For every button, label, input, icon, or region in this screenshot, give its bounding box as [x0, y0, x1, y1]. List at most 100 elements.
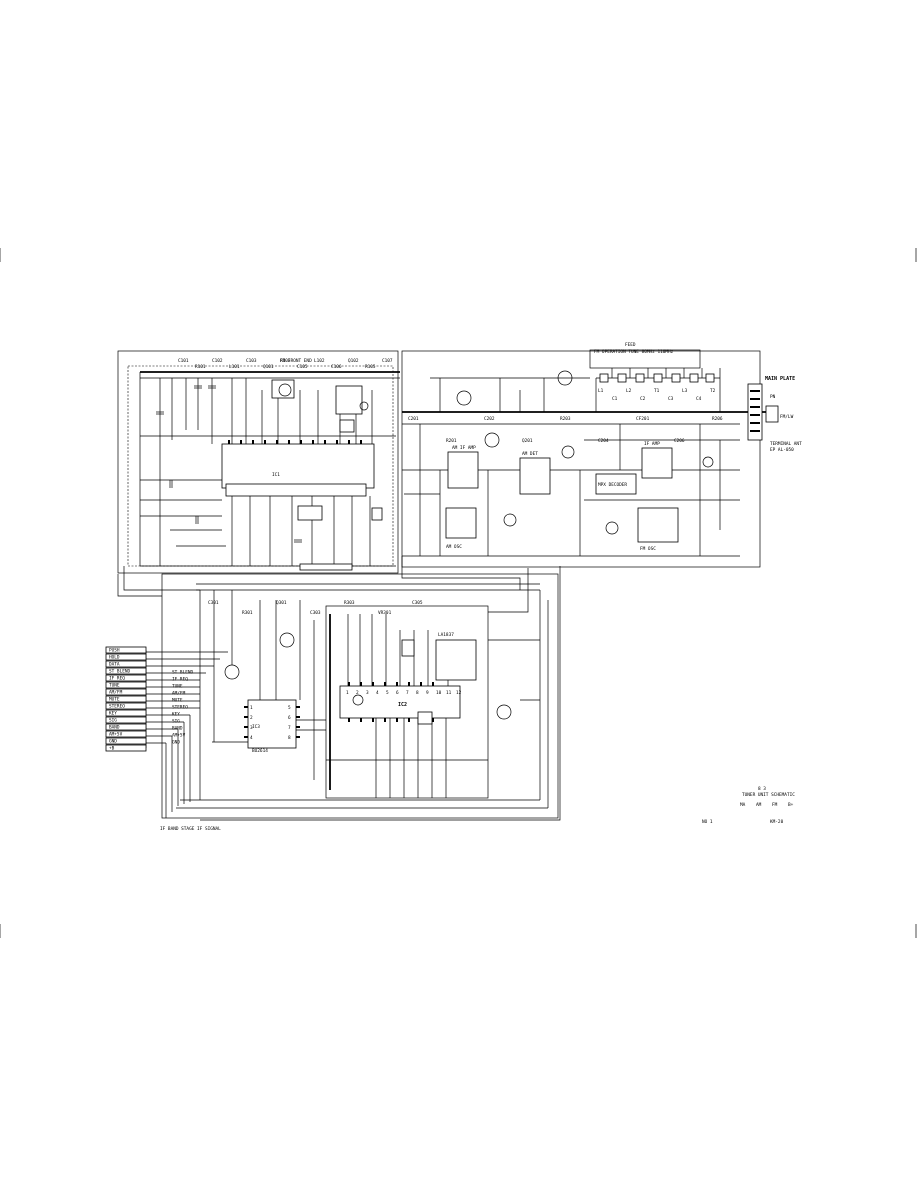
ic3-label: IC3: [252, 724, 260, 730]
part-label: VR301: [378, 610, 392, 616]
left-connector-pin-box: [105, 730, 147, 738]
ic1-body: [221, 443, 375, 489]
part-label: R303: [344, 600, 355, 606]
ic2-label: IC2: [398, 702, 407, 708]
left-connector-pin-label: +B: [109, 746, 115, 752]
ic3-name-label: BU2614: [252, 748, 268, 754]
part-label: C201: [408, 416, 419, 422]
ic3-pin-number: 7: [288, 725, 291, 731]
ic2-pin-number: 6: [396, 690, 399, 696]
left-connector-pin-box: [105, 695, 147, 703]
ic2-pin-number: 9: [426, 690, 429, 696]
ic2-pin-number: 1: [346, 690, 349, 696]
part-label: R301: [242, 610, 253, 616]
am-osc-label: AM OSC: [446, 544, 462, 550]
left-connector-pin-label: SIG: [109, 718, 117, 724]
legend-item: B+: [788, 802, 794, 808]
part-label: C305: [412, 600, 423, 606]
part-label: R105: [365, 364, 376, 370]
part-label: R201: [446, 438, 457, 444]
part-label: L101: [229, 364, 240, 370]
outer-wiring: [117, 372, 561, 821]
left-connector-signal-label: STEREO: [172, 705, 188, 711]
mpx-label: MPX DECODER: [598, 482, 627, 488]
part-label: C301: [208, 600, 219, 606]
part-label: C206: [674, 438, 685, 444]
part-label: Q101: [263, 364, 274, 370]
left-connector-pin-label: PUSH: [109, 648, 120, 654]
legend-item: AM: [756, 802, 762, 808]
ic2-pin-number: 11: [446, 690, 452, 696]
fm-osc-label: FM OSC: [640, 546, 656, 552]
terminal-ant-label: TERMINAL ANT: [770, 441, 802, 447]
ic2-pin-number: 2: [356, 690, 359, 696]
left-connector-pin-box: [105, 716, 147, 724]
part-label: Q201: [522, 438, 533, 444]
left-connector-signal-label: AM/FM: [172, 691, 186, 697]
ic2-pin-number: 7: [406, 690, 409, 696]
tuner-code: 8 3: [758, 786, 766, 792]
left-connector-pin-label: DATA: [109, 662, 120, 668]
part-label: L102: [314, 358, 325, 364]
ic2-pin-number: 4: [376, 690, 379, 696]
sheet-note: NO 1: [702, 819, 713, 825]
ic2-pin-number: 8: [416, 690, 419, 696]
left-connector-pin-label: BAND: [109, 725, 120, 731]
main-plate-label: MAIN PLATE: [765, 376, 795, 382]
left-connector-pin-label: AM/FM: [109, 690, 123, 696]
ic2-pin-number: 5: [386, 690, 389, 696]
page-note: KM-20: [770, 819, 784, 825]
part-label: C204: [598, 438, 609, 444]
fm-lw-label: FM/LW: [780, 414, 794, 420]
upper-right-block: FEED FM OPERATION TUNE 80MHz 110MHz: [401, 342, 802, 568]
feed-part-label: L2: [626, 388, 632, 394]
left-connector-pin-label: AM+5V: [109, 732, 123, 738]
left-connector-signal-label: IF REQ: [172, 677, 188, 683]
left-connector-pin-label: KEY: [109, 711, 117, 717]
ic3-body: [247, 699, 297, 749]
feed-part-label: L1: [598, 388, 604, 394]
lower-block: IC2 IC3 BU2614 LA1837: [161, 573, 559, 819]
left-connector-signal-label: GND: [172, 740, 180, 746]
ic2-pin-number: 12: [456, 690, 462, 696]
feed-part-label: C4: [696, 396, 702, 402]
left-connector-pin-box: [105, 723, 147, 731]
ifamp-label: IF AMP: [644, 441, 660, 447]
left-connector-signal-label: SIG: [172, 719, 180, 725]
am-ifamp-label: AM IF AMP: [452, 445, 476, 451]
part-label: C105: [297, 364, 308, 370]
part-label: Q301: [276, 600, 287, 606]
feed-part-label: C3: [668, 396, 674, 402]
part-label: C202: [484, 416, 495, 422]
part-label: R101: [195, 364, 206, 370]
left-connector-signal-label: MUTE: [172, 698, 183, 704]
feed-part-label: C1: [612, 396, 618, 402]
crop-marks: [0, 248, 917, 938]
ic3-pin-number: 5: [288, 705, 291, 711]
part-label: R103: [280, 358, 291, 364]
left-connector-signal-label: ST BLEND: [172, 670, 194, 676]
fm-front-end-label: FM FRONT END: [280, 358, 312, 364]
feed-title: FEED: [625, 342, 636, 348]
left-connector-pin-box: [105, 744, 147, 752]
tuner-unit-note: TUNER UNIT SCHEMATIC: [742, 792, 795, 798]
feed-subtitle: FM OPERATION TUNE 80MHz 110MHz: [594, 349, 674, 355]
ic2-pin-number: 10: [436, 690, 442, 696]
left-connector-pin-box: [105, 646, 147, 654]
left-connector-pin-box: [105, 688, 147, 696]
left-connector-pin-label: TUNE: [109, 683, 120, 689]
left-connector-signal-label: AM+5V: [172, 733, 186, 739]
part-label: C107: [382, 358, 393, 364]
feed-part-label: T1: [654, 388, 660, 394]
left-connector-pin-box: [105, 667, 147, 675]
left-connector-signal-label: BAND: [172, 726, 183, 732]
am-detector-label: AM DET: [522, 451, 538, 457]
ic1-label: IC1: [272, 472, 280, 478]
left-connector-pin-label: IF REQ: [109, 676, 125, 682]
feed-part-label: L3: [682, 388, 688, 394]
part-label: C102: [212, 358, 223, 364]
